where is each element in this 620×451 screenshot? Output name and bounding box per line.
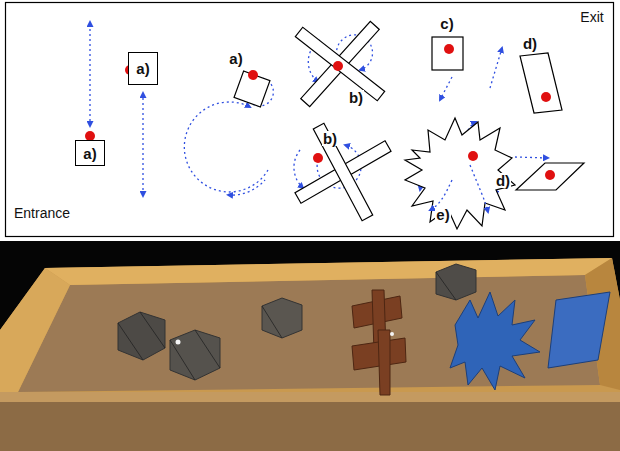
area-label: Exit	[580, 10, 603, 24]
shape-label: b)	[348, 90, 364, 105]
shape-box: a)	[75, 140, 105, 166]
area-label: Entrance	[14, 206, 70, 220]
shape-label: d)	[495, 173, 511, 188]
shape-box: a)	[128, 52, 158, 85]
shape-label: b)	[322, 131, 338, 146]
shape-label: d)	[522, 36, 538, 51]
shape-label: a)	[136, 61, 149, 76]
shape-label: e)	[435, 207, 450, 222]
shape-label: a)	[228, 51, 243, 66]
shape-label: c)	[439, 16, 454, 31]
shape-label: a)	[83, 146, 96, 161]
